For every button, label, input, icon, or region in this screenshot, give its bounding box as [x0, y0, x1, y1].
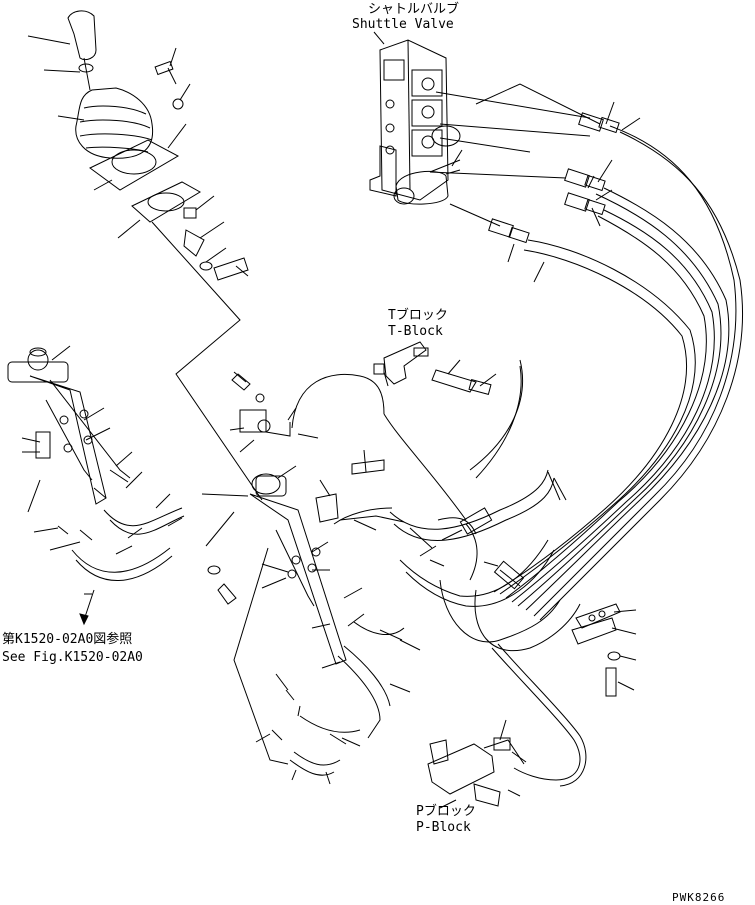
p-block-label-jp: Pブロック [416, 804, 476, 819]
left-ppc-valve [8, 346, 184, 626]
main-ppc-valve [202, 372, 420, 784]
control-lever-assembly [28, 11, 262, 500]
clamp-parts [572, 604, 636, 696]
see-fig-label-en: See Fig.K1520-02A0 [2, 650, 143, 665]
tee-fitting-icon [384, 342, 426, 384]
hose-fittings [489, 102, 640, 282]
p-block-label-en: P-Block [416, 820, 471, 835]
t-block-label-jp: Tブロック [388, 308, 448, 323]
lever-plate [90, 140, 178, 190]
bolt-icon [352, 460, 384, 474]
bolt-icon [214, 258, 248, 280]
p-block [428, 720, 526, 808]
washer-icon [173, 99, 183, 109]
bolt-icon [232, 374, 250, 390]
hose-junction [384, 360, 586, 786]
hose-bundle [494, 126, 742, 620]
nut-icon [184, 208, 196, 218]
shuttle-valve-label-jp: シャトルバルブ [368, 2, 460, 17]
lever-knob-icon [68, 11, 96, 60]
bolt-icon [155, 62, 173, 75]
valve-block-icon [380, 40, 448, 200]
manifold-block-icon [428, 744, 494, 794]
t-block-label-en: T-Block [388, 324, 443, 339]
drawing-code: PWK8266 [672, 891, 726, 904]
bolt-icon [606, 668, 616, 696]
lever-gasket [132, 182, 200, 222]
shuttle-valve [370, 32, 600, 226]
bolt-icon [218, 584, 236, 604]
t-block [374, 342, 496, 394]
see-fig-label-jp: 第K1520-02A0図参照 [2, 632, 133, 647]
shuttle-valve-label-en: Shuttle Valve [352, 17, 454, 32]
